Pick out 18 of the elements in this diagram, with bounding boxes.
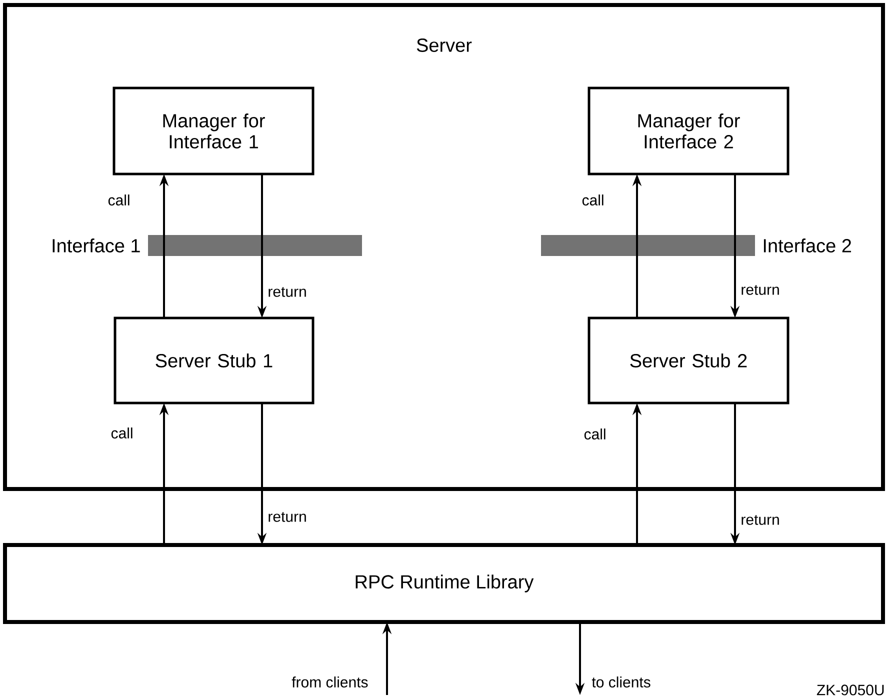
- library-box: RPC Runtime Library: [3, 543, 885, 624]
- edge-label: call: [106, 193, 132, 207]
- edge-label: return: [266, 510, 308, 524]
- edge-label: return: [739, 284, 782, 296]
- stub-box: Server Stub 2: [588, 316, 790, 404]
- manager-box: Manager for Interface 1: [112, 86, 314, 176]
- edge-label: return: [739, 514, 782, 526]
- manager-box: Manager for Interface 2: [588, 86, 790, 176]
- edge-label: return: [266, 286, 308, 298]
- edge-label: call: [582, 426, 608, 441]
- edge-label: call: [580, 193, 606, 207]
- interface-band-drawing: Interface 2: [541, 235, 851, 256]
- figure-id: ZK-9050U: [816, 684, 884, 696]
- edge-label: call: [109, 426, 135, 440]
- interface-band-drawing: Interface 1: [52, 235, 362, 256]
- edge-label: to clients: [590, 674, 652, 689]
- stub-box: Server Stub 1: [114, 316, 314, 404]
- edge-label: from clients: [290, 674, 370, 689]
